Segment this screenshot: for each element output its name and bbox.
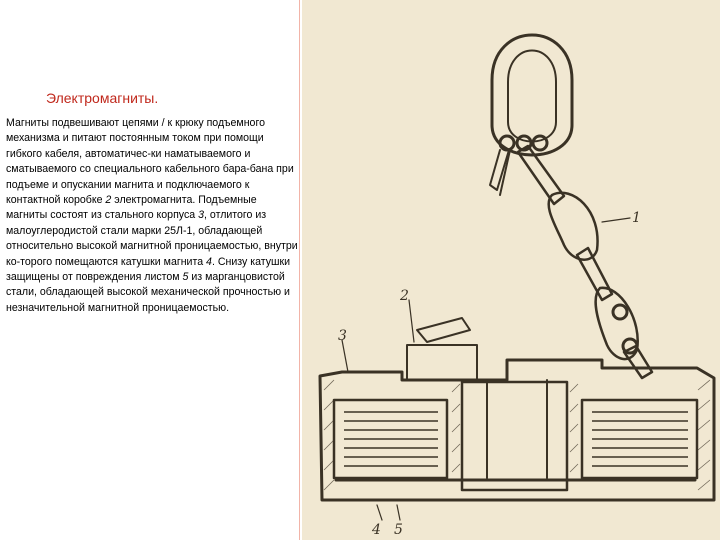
body-text-part: из марганцовистой стали, обладающей высо… [6, 271, 290, 314]
figure-label-4: 4 [371, 522, 381, 538]
ref-label-4: 4 [206, 255, 212, 268]
body-text-part: Магниты подвешивают цепями / к крюку под… [6, 117, 294, 207]
electromagnet-drawing-svg: 1 2 3 4 5 [318, 33, 716, 538]
chain-pin [611, 303, 629, 321]
body-text-part: . Снизу катушки защищены от повреждения … [6, 255, 291, 284]
magnet-housing [318, 358, 716, 502]
slide-body-text: Магниты подвешивают цепями / к крюку под… [6, 116, 298, 316]
chain-link [547, 191, 599, 261]
ref-label-2: 2 [105, 194, 112, 207]
leader-line [376, 504, 383, 521]
figure-label-5: 5 [394, 522, 403, 538]
figure-label-2: 2 [399, 288, 409, 304]
coil-winding-right [592, 411, 688, 467]
chain-link [575, 246, 614, 302]
cable [499, 149, 511, 196]
body-text-part: , отлитого из малоуглеродистой стали мар… [6, 209, 298, 268]
slide-divider [299, 0, 300, 540]
coil-cavity-left [332, 398, 449, 480]
slide-title: Электромагниты. [46, 90, 159, 106]
leader-line [396, 504, 401, 521]
chain-pin [531, 134, 549, 152]
chain-link [622, 344, 654, 380]
electromagnet-drawing: 1 2 3 4 5 [302, 0, 720, 540]
leader-line [408, 299, 415, 343]
ref-label-3: 3 [198, 209, 205, 222]
body-text-part: электромагнита. Подъемные магниты состоя… [6, 194, 257, 222]
contact-box [406, 344, 478, 381]
coil-winding-left [344, 411, 438, 467]
leader-line [341, 339, 349, 373]
figure-label-1: 1 [632, 210, 641, 226]
hook-ring-inner [507, 49, 557, 143]
section-hatching [323, 379, 711, 491]
leader-line [601, 217, 631, 223]
contact-box-detail [416, 317, 471, 343]
chain-link [516, 144, 566, 206]
chain-link [594, 286, 639, 361]
chain-pin [515, 134, 533, 152]
coil-cavity-right [580, 398, 699, 480]
ref-label-5: 5 [182, 271, 189, 284]
central-core [460, 380, 569, 492]
cable [489, 149, 510, 191]
figure-label-3: 3 [338, 328, 347, 344]
chain-pin [498, 134, 516, 152]
